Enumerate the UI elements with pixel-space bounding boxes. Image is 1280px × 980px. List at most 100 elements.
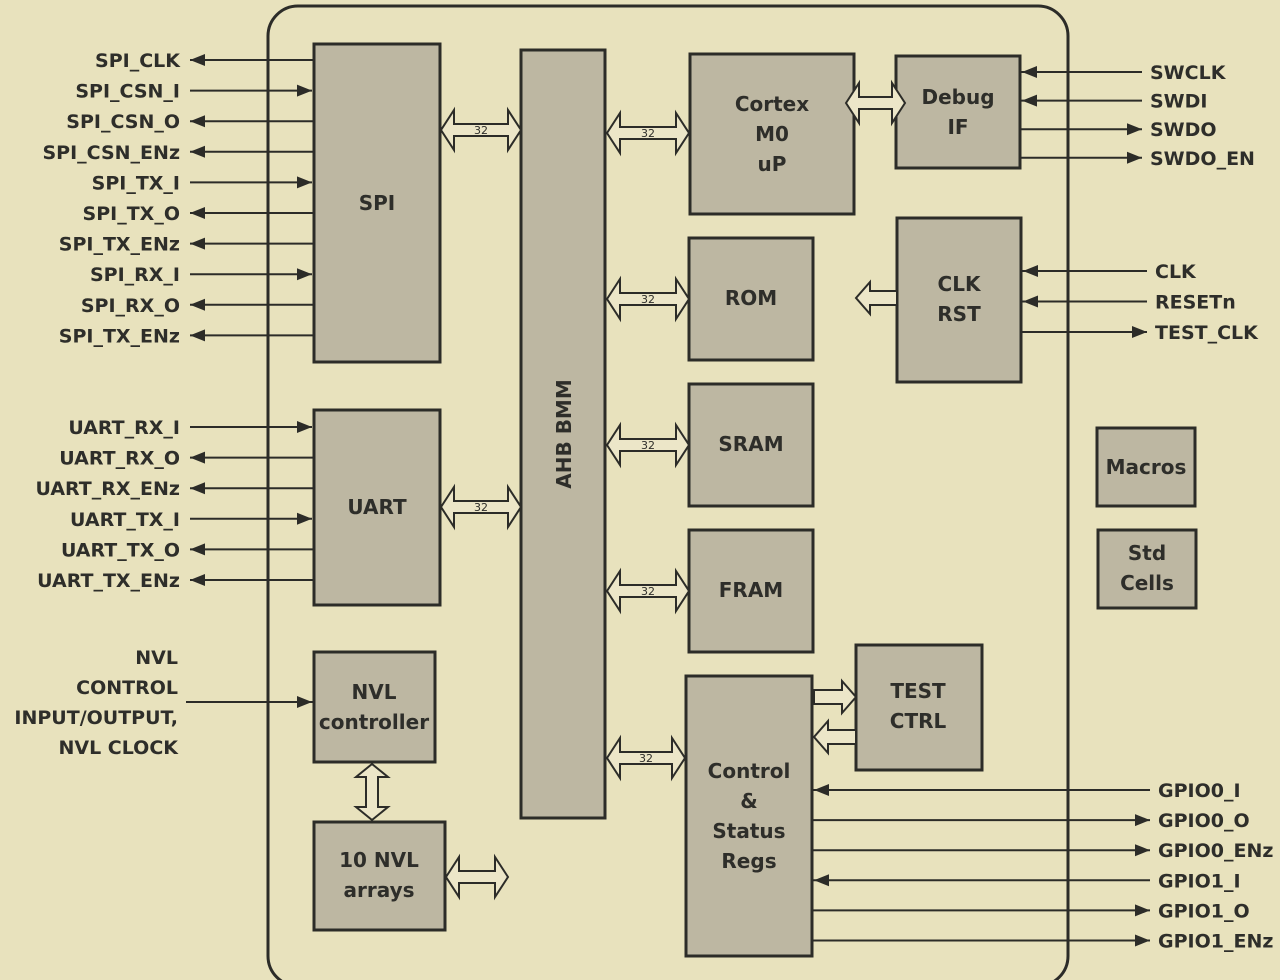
signal-gpio1-o-label: GPIO1_O (1158, 900, 1250, 922)
fram-label: FRAM (719, 578, 783, 602)
debug-label-1: Debug (921, 85, 994, 109)
signal-gpio0-o-arrowhead (1135, 814, 1150, 827)
signal-gpio0-o-label: GPIO0_O (1158, 810, 1250, 832)
signal-spi-clk-0-arrowhead (190, 54, 205, 66)
uart-ahb-bus-arrow (439, 483, 523, 531)
std-cells-label-1: Std (1128, 541, 1166, 565)
signal-spi-rx-i-7-arrowhead (297, 268, 312, 281)
signal-swclk-arrowhead (1022, 66, 1037, 78)
signal-uart-tx-enz-5-arrowhead (190, 574, 205, 586)
nvl-controller-arrays-arrow (353, 762, 391, 822)
cortex-label-1: Cortex (735, 92, 809, 116)
uart-ahb-bus-arrow-width-label: 32 (474, 501, 488, 514)
ahb-rom-bus-arrow-width-label: 32 (641, 293, 655, 306)
control-status-label-1: Control (708, 759, 791, 783)
sram-label: SRAM (718, 432, 783, 456)
signal-swclk-label: SWCLK (1150, 62, 1227, 84)
cortex-label-3: uP (758, 152, 787, 176)
signal-uart-rx-enz-2-label: UART_RX_ENz (35, 478, 180, 500)
signal-uart-tx-i-3-arrowhead (297, 512, 312, 525)
signal-swdo-arrowhead (1127, 123, 1142, 136)
ahb-bus-block (519, 48, 607, 820)
signal-gpio0-enz-label: GPIO0_ENz (1158, 840, 1273, 862)
spi-ahb-bus-arrow (439, 106, 523, 154)
control-status-label-4: Regs (721, 849, 776, 873)
ahb-rom-bus-arrow (605, 275, 691, 323)
signal-gpio1-enz-arrowhead (1135, 934, 1150, 947)
generated-connectors: SPI_CLKSPI_CSN_ISPI_CSN_OSPI_CSN_ENzSPI_… (35, 50, 1273, 953)
nvl-signal-label-4: NVL CLOCK (58, 737, 179, 759)
signal-spi-tx-i-4-label: SPI_TX_I (92, 172, 180, 194)
control-status-label-2: & (740, 789, 757, 813)
ahb-sram-bus-arrow (605, 421, 691, 469)
nvl-arrays-label-2: arrays (343, 878, 414, 902)
signal-spi-rx-i-7-label: SPI_RX_I (90, 264, 180, 286)
ahb-cortex-bus-arrow-width-label: 32 (641, 127, 655, 140)
sram-block (687, 382, 815, 508)
signal-spi-tx-enz-9-arrowhead (190, 329, 205, 342)
signal-spi-tx-enz-9-label: SPI_TX_ENz (59, 325, 180, 347)
signal-spi-tx-o-5-label: SPI_TX_O (83, 203, 180, 225)
signal-spi-rx-o-8-arrowhead (190, 298, 205, 311)
signal-swdo-label: SWDO (1150, 119, 1217, 141)
uart-block (312, 408, 442, 607)
signal-nvl-control-arrowhead (297, 696, 312, 708)
clk-rst-label-1: CLK (938, 272, 982, 296)
ahb-fram-bus-arrow-width-label: 32 (641, 585, 655, 598)
signal-test-clk-label: TEST_CLK (1155, 322, 1259, 344)
signal-spi-clk-0-label: SPI_CLK (95, 50, 181, 72)
macros-block (1095, 426, 1197, 508)
cortex-m0-block (688, 52, 856, 216)
cortex-debug-arrow (844, 79, 907, 127)
nvl-signal-label-2: CONTROL (76, 677, 178, 699)
signal-spi-csn-i-1-arrowhead (297, 84, 312, 97)
uart-block-label: UART (347, 495, 407, 519)
signal-uart-rx-i-0-arrowhead (297, 421, 312, 433)
signal-gpio1-i-label: GPIO1_I (1158, 870, 1241, 892)
signal-resetn-arrowhead (1023, 295, 1038, 308)
control-status-regs-block (684, 674, 814, 958)
debug-if-block (894, 54, 1022, 170)
control-to-test-arrow (813, 678, 858, 716)
signal-swdi-arrowhead (1022, 94, 1037, 107)
signal-spi-tx-enz-6-label: SPI_TX_ENz (59, 234, 180, 256)
ahb-cortex-bus-arrow (605, 109, 691, 157)
signal-clk-arrowhead (1023, 265, 1038, 277)
signal-uart-rx-o-1-arrowhead (190, 451, 205, 464)
signal-uart-tx-i-3-label: UART_TX_I (70, 509, 180, 531)
signal-spi-csn-i-1-label: SPI_CSN_I (75, 81, 180, 103)
spi-block (312, 42, 442, 364)
signal-gpio1-enz-label: GPIO1_ENz (1158, 931, 1273, 953)
nvl-arrays-block (312, 820, 447, 932)
signal-spi-rx-o-8-label: SPI_RX_O (81, 295, 180, 317)
test-ctrl-block (854, 643, 984, 772)
test-to-control-arrow (812, 718, 857, 756)
clk-rst-label-2: RST (937, 302, 981, 326)
nvl-controller-label-2: controller (319, 710, 429, 734)
ahb-control-regs-bus-arrow (605, 734, 687, 782)
signal-spi-csn-o-2-label: SPI_CSN_O (66, 111, 180, 133)
ahb-bus-label: AHB BMM (552, 379, 576, 488)
macros-label: Macros (1106, 455, 1187, 479)
signal-swdo-en-arrowhead (1127, 151, 1142, 164)
nvl-arrays-ahb-arrow (444, 853, 510, 901)
signal-uart-rx-enz-2-arrowhead (190, 482, 205, 495)
std-cells-block (1096, 528, 1198, 610)
ahb-sram-bus-arrow-width-label: 32 (641, 439, 655, 452)
test-ctrl-label-1: TEST (890, 679, 946, 703)
signal-gpio0-i-arrowhead (814, 784, 829, 796)
spi-ahb-bus-arrow-width-label: 32 (474, 124, 488, 137)
nvl-signal-label-3: INPUT/OUTPUT, (14, 707, 178, 729)
signal-gpio1-i-arrowhead (814, 874, 829, 887)
nvl-controller-label-1: NVL (352, 680, 397, 704)
chip-boundary (266, 4, 1070, 980)
control-status-label-3: Status (712, 819, 785, 843)
debug-label-2: IF (947, 115, 968, 139)
signal-spi-tx-enz-6-arrowhead (190, 237, 205, 250)
nvl-arrays-label-1: 10 NVL (339, 848, 419, 872)
signal-gpio0-enz-arrowhead (1135, 844, 1150, 857)
signal-uart-tx-enz-5-label: UART_TX_ENz (37, 570, 180, 592)
signal-gpio0-i-label: GPIO0_I (1158, 780, 1241, 802)
signal-spi-csn-enz-3-arrowhead (190, 145, 205, 158)
